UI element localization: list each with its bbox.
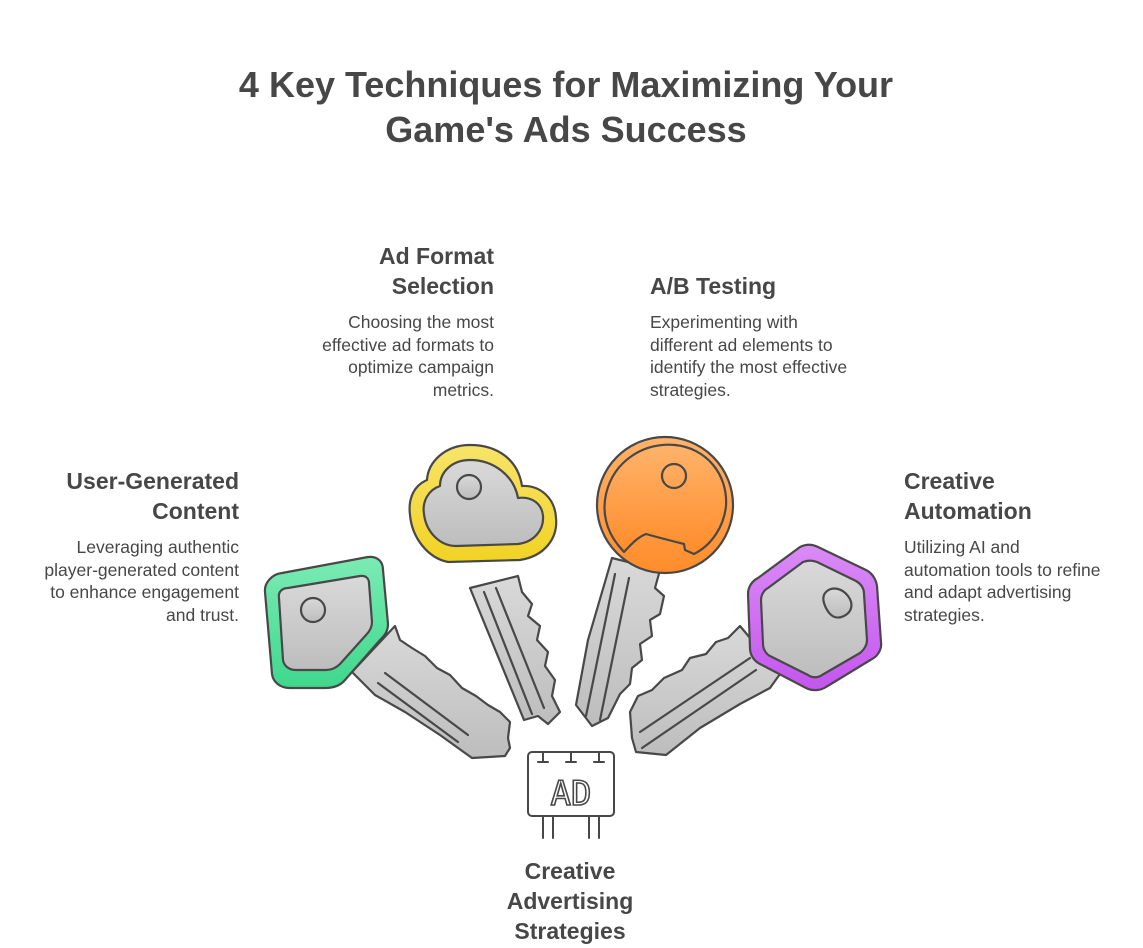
user-generated-content-block: User-Generated Content Leveraging authen…: [40, 466, 239, 626]
ab-testing-key-icon: [574, 435, 735, 728]
ad-sign-icon: [527, 751, 615, 839]
user-generated-content-title: User-Generated Content: [66, 468, 239, 524]
creative-automation-block: Creative Automation Utilizing AI and aut…: [904, 466, 1109, 626]
ad-format-selection-key-icon: [408, 443, 562, 726]
user-generated-content-description: Leveraging authentic player-generated co…: [44, 537, 239, 625]
ad-format-selection-title: Ad Format Selection: [379, 243, 494, 299]
ad-format-selection-block: Ad Format Selection Choosing the most ef…: [290, 241, 494, 401]
ad-format-selection-description: Choosing the most effective ad formats t…: [322, 312, 494, 400]
ab-testing-block: A/B Testing Experimenting with different…: [650, 271, 865, 401]
user-generated-content-key-icon: [263, 555, 512, 760]
creative-advertising-strategies-label: Creative Advertising Strategies: [506, 858, 634, 944]
ab-testing-title: A/B Testing: [650, 273, 777, 299]
ab-testing-description: Experimenting with different ad elements…: [650, 312, 848, 400]
creative-automation-description: Utilizing AI and automation tools to ref…: [904, 537, 1101, 625]
ad-sign-text: AD: [551, 774, 592, 814]
creative-automation-title: Creative Automation: [904, 468, 1032, 524]
page-title: 4 Key Techniques for Maximizing Your Gam…: [238, 64, 894, 150]
creative-automation-key-icon: [628, 543, 883, 757]
